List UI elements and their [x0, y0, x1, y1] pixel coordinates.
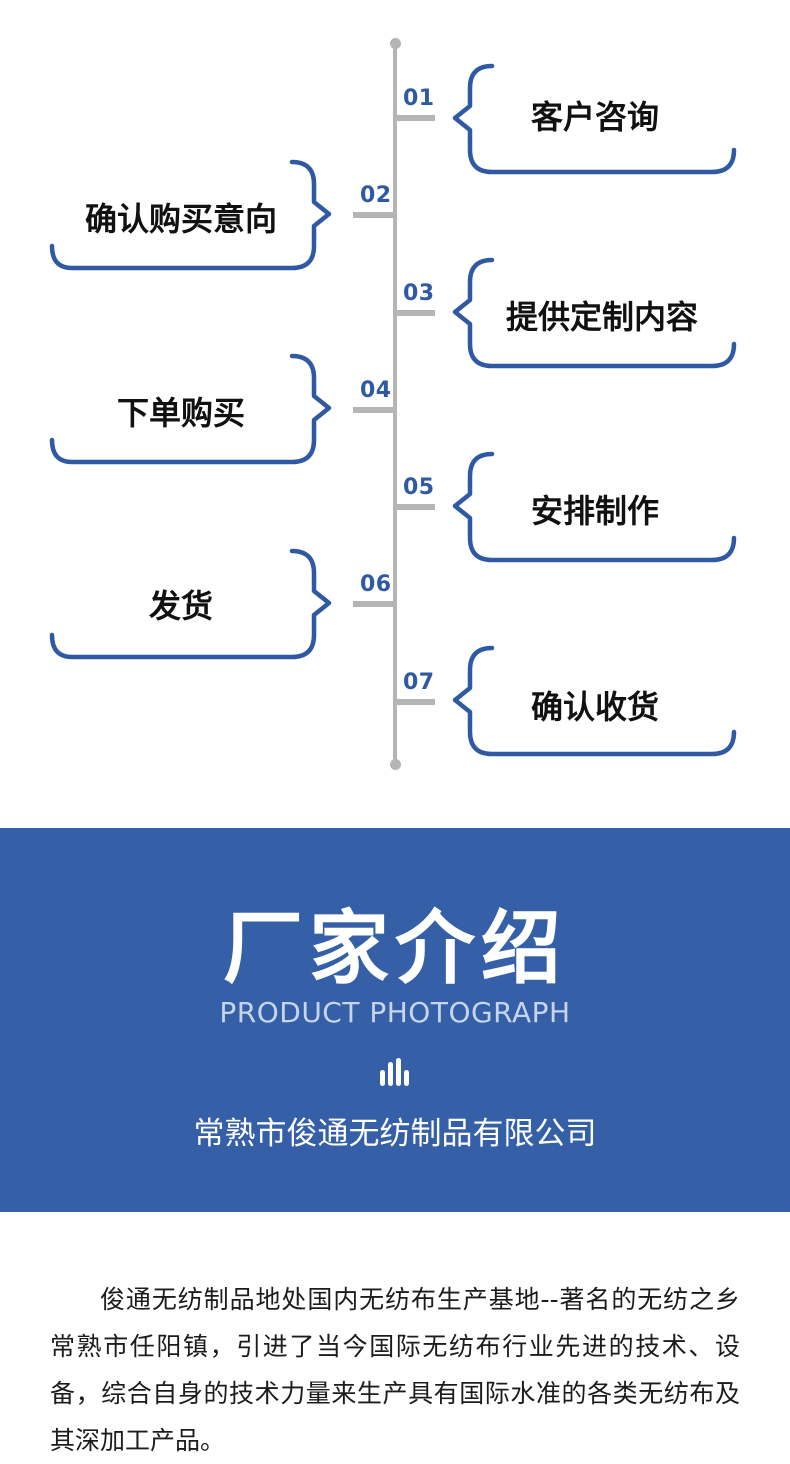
timeline-tick	[395, 699, 435, 705]
step-label: 安排制作	[530, 492, 659, 530]
bubble-outline	[452, 451, 737, 563]
timeline-tick	[353, 212, 393, 218]
timeline-axis-bottom-dot	[390, 759, 401, 770]
bubble-outline	[49, 159, 332, 271]
step-bubble: 客户咨询	[450, 63, 740, 176]
step-bubble: 提供定制内容	[450, 257, 740, 370]
step-number: 07	[403, 670, 435, 695]
step-label: 发货	[148, 587, 213, 625]
timeline-axis-top-dot	[390, 38, 401, 49]
step-bubble: 发货	[49, 548, 340, 661]
bubble-outline	[452, 257, 737, 369]
bubble-outline	[452, 645, 737, 757]
step-label: 确认购买意向	[84, 200, 277, 238]
timeline-axis	[393, 44, 397, 766]
step-label: 提供定制内容	[505, 298, 698, 336]
manufacturer-banner: 厂家介绍 PRODUCT PHOTOGRAPH 常熟市俊通无纺制品有限公司	[0, 828, 790, 1212]
step-number: 05	[403, 475, 435, 500]
step-bubble: 确认购买意向	[49, 159, 340, 272]
step-label: 下单购买	[116, 394, 245, 432]
company-name: 常熟市俊通无纺制品有限公司	[193, 1116, 597, 1152]
step-label: 确认收货	[530, 688, 659, 726]
step-label: 客户咨询	[530, 98, 659, 136]
step-bubble: 安排制作	[450, 451, 740, 564]
timeline-tick	[395, 115, 435, 121]
step-number: 02	[360, 183, 392, 208]
step-number: 06	[360, 572, 392, 597]
bubble-outline	[49, 548, 332, 660]
step-bubble: 确认收货	[450, 645, 740, 758]
timeline-tick	[395, 310, 435, 316]
banner-title: 厂家介绍	[223, 902, 567, 995]
step-number: 03	[403, 281, 435, 306]
timeline-tick	[353, 407, 393, 413]
company-intro-text: 俊通无纺制品地处国内无纺布生产基地--著名的无纺之乡常熟市任阳镇，引进了当今国际…	[50, 1285, 740, 1455]
timeline-tick	[395, 504, 435, 510]
step-number: 01	[403, 86, 435, 111]
timeline-tick	[353, 601, 393, 607]
bubble-outline	[49, 353, 332, 465]
step-number: 04	[360, 378, 392, 403]
banner-subtitle: PRODUCT PHOTOGRAPH	[219, 996, 571, 1029]
sound-bars-icon	[378, 1058, 414, 1090]
process-timeline: 01 客户咨询 02 确认购买意向 03 提供定制内容 04 下单购买 05	[49, 38, 740, 770]
step-bubble: 下单购买	[49, 353, 340, 466]
bubble-outline	[452, 63, 737, 175]
